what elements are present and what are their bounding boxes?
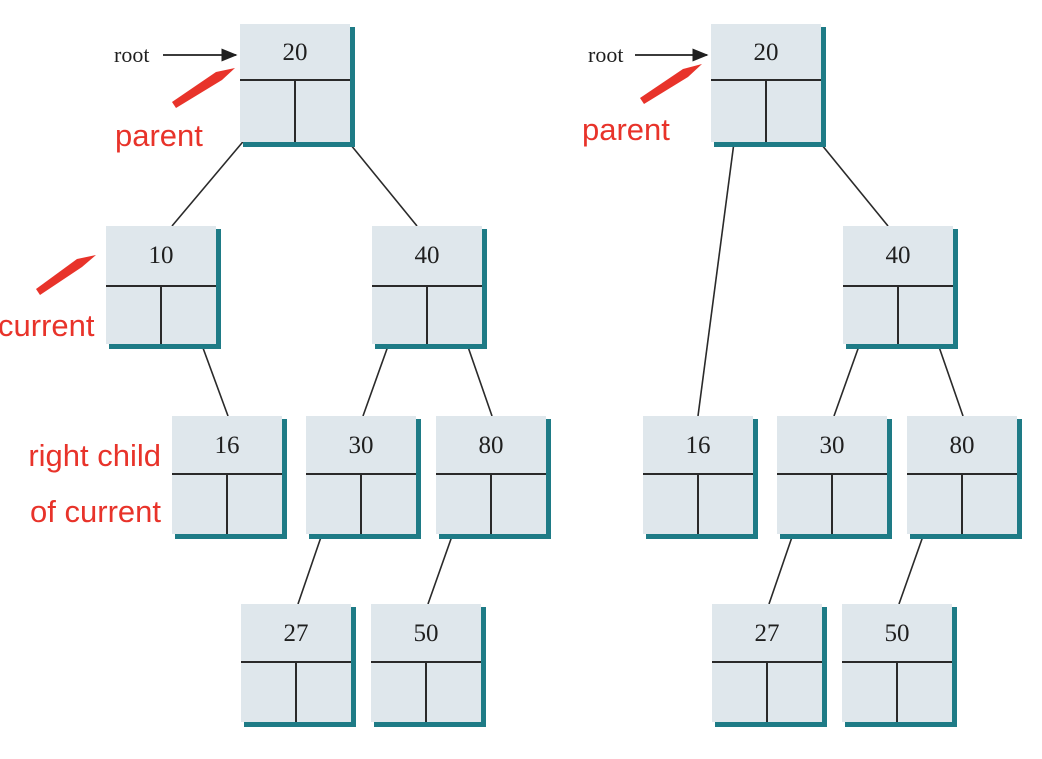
- edge-20-16: [697, 111, 739, 417]
- node-50: 50: [842, 604, 957, 727]
- tree-before: 20 10 40 16: [0, 24, 551, 727]
- node-key: 40: [886, 242, 911, 269]
- parent-label: parent: [582, 112, 670, 147]
- node-30: 30: [777, 416, 892, 539]
- node-key: 50: [414, 620, 439, 647]
- node-key: 27: [755, 620, 780, 647]
- node-key: 50: [885, 620, 910, 647]
- node-80: 80: [436, 416, 551, 539]
- node-50: 50: [371, 604, 486, 727]
- node-16: 16: [172, 416, 287, 539]
- node-40: 40: [372, 226, 487, 349]
- node-key: 20: [283, 39, 308, 66]
- node-20: 20: [711, 24, 826, 147]
- root-label: root: [114, 42, 149, 67]
- node-80: 80: [907, 416, 1022, 539]
- right-child-label-line2: of current: [30, 494, 161, 529]
- current-arrow: [36, 255, 96, 295]
- node-key: 27: [284, 620, 309, 647]
- parent-arrow: [640, 64, 702, 104]
- parent-label: parent: [115, 118, 203, 153]
- node-16: 16: [643, 416, 758, 539]
- node-key: 10: [149, 242, 174, 269]
- parent-arrow: [172, 68, 235, 108]
- node-key: 20: [754, 39, 779, 66]
- node-key: 16: [686, 432, 711, 459]
- current-label: current: [0, 308, 95, 343]
- root-label: root: [588, 42, 623, 67]
- node-10: 10: [106, 226, 221, 349]
- node-key: 40: [415, 242, 440, 269]
- tree-after: 20 40 16 30: [582, 24, 1022, 727]
- node-key: 80: [479, 432, 504, 459]
- node-key: 16: [215, 432, 240, 459]
- right-child-label-line1: right child: [28, 438, 161, 473]
- node-key: 30: [820, 432, 845, 459]
- node-key: 30: [349, 432, 374, 459]
- node-40: 40: [843, 226, 958, 349]
- node-key: 80: [950, 432, 975, 459]
- node-30: 30: [306, 416, 421, 539]
- node-27: 27: [712, 604, 827, 727]
- node-20: 20: [240, 24, 355, 147]
- node-27: 27: [241, 604, 356, 727]
